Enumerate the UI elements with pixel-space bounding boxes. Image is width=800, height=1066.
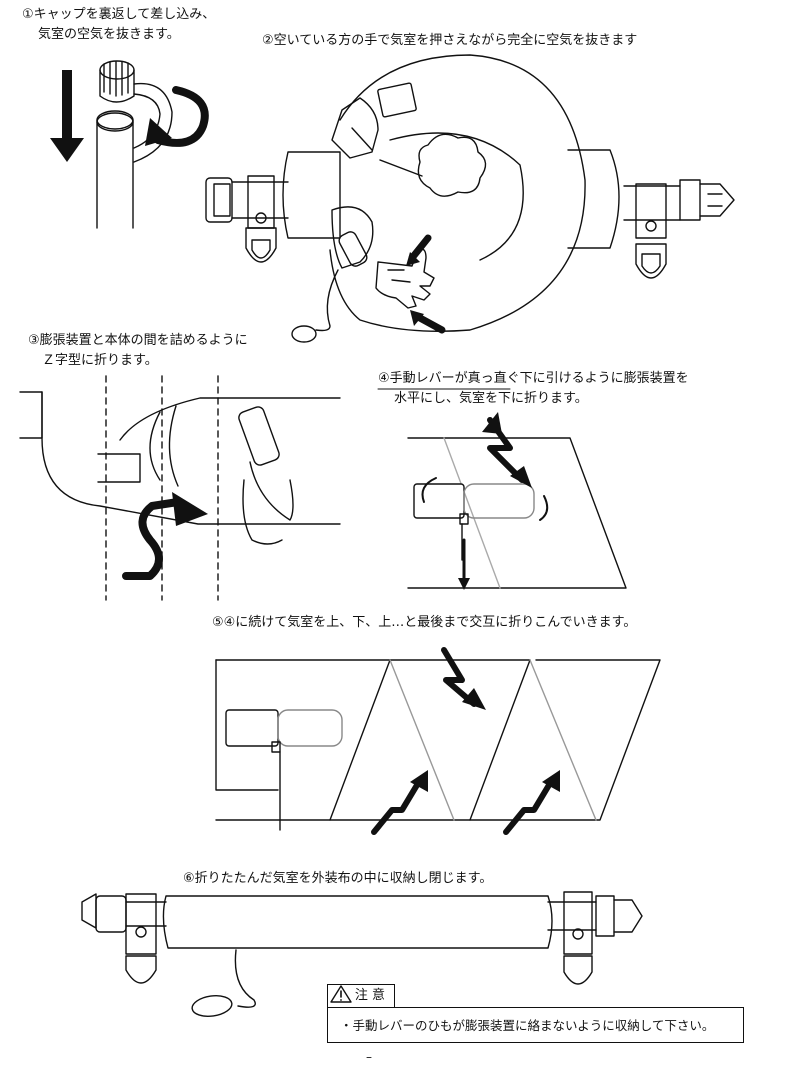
press-arrow-icon: [410, 310, 446, 334]
fold-arrow-icon: [441, 647, 486, 710]
step5-illustration: [215, 647, 661, 835]
rotate-arrow-icon: [145, 86, 209, 147]
fold-arrow-icon: [503, 770, 560, 835]
z-fold-arrow-icon: [122, 492, 208, 580]
step3-caption-line1: ③膨張装置と本体の間を詰めるように: [28, 333, 248, 348]
down-arrow-icon: [458, 538, 470, 590]
caution-title-box: 注 意: [327, 984, 395, 1008]
step6-caption: ⑥折りたたんだ気室を外装布の中に収納し閉じます。: [183, 871, 493, 886]
caution-title: 注 意: [354, 988, 386, 1003]
fold-arrow-icon: [482, 412, 532, 488]
step4-caption-line1: ④手動レバーが真っ直ぐ下に引けるように膨張装置を: [378, 371, 689, 386]
caution-body: ・手動レバーのひもが膨張装置に絡まないように収納して下さい。: [327, 1007, 744, 1043]
step1-caption-line2: 気室の空気を抜きます。: [38, 27, 180, 42]
step4-illustration: [407, 412, 627, 590]
page-mark: –: [366, 1050, 372, 1064]
step4-caption-line2: 水平にし、気室を下に折ります。: [394, 391, 588, 406]
warning-triangle-icon: [330, 985, 352, 1003]
step5-caption: ⑤④に続けて気室を上、下、上…と最後まで交互に折りこんでいきます。: [212, 615, 637, 630]
step3-illustration: [19, 375, 341, 601]
step6-illustration: [81, 891, 643, 1017]
down-arrow-icon: [50, 70, 84, 162]
step1-illustration: [50, 60, 209, 229]
press-arrow-icon: [406, 234, 432, 266]
rotate-arrow-icon: [421, 477, 549, 521]
step2-illustration: [205, 54, 735, 343]
fold-arrow-icon: [371, 770, 428, 835]
step3-caption-line2: Ｚ字型に折ります。: [42, 353, 158, 368]
step2-caption: ②空いている方の手で気室を押さえながら完全に空気を抜きます: [262, 33, 638, 48]
step1-caption-line1: ①キャップを裏返して差し込み、: [22, 7, 216, 22]
